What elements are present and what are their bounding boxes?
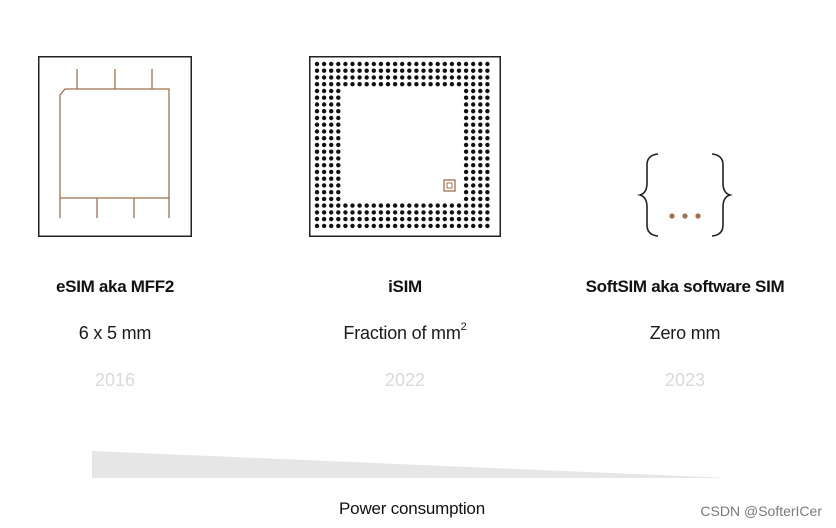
watermark: CSDN @SofterICer: [700, 503, 822, 519]
isim-ball-grid-icon: [309, 56, 501, 237]
esim-column: eSIM aka MFF2 6 x 5 mm 2016: [0, 0, 255, 420]
code-braces-icon: [637, 153, 733, 237]
esim-chip-icon: [38, 56, 192, 237]
softsim-size: Zero mm: [649, 323, 721, 343]
softsim-year: 2023: [664, 370, 706, 390]
power-consumption-label: Power consumption: [339, 499, 485, 518]
softsim-column: SoftSIM aka software SIM Zero mm 2023: [545, 0, 825, 420]
esim-year: 2016: [94, 370, 136, 390]
esim-size: 6 x 5 mm: [78, 323, 152, 343]
isim-year: 2022: [384, 370, 426, 390]
isim-size: Fraction of mm2: [343, 321, 467, 343]
isim-column: iSIM Fraction of mm2 2022: [265, 0, 545, 420]
esim-title: eSIM aka MFF2: [56, 277, 174, 296]
isim-title: iSIM: [388, 277, 422, 296]
softsim-title: SoftSIM aka software SIM: [585, 277, 785, 296]
